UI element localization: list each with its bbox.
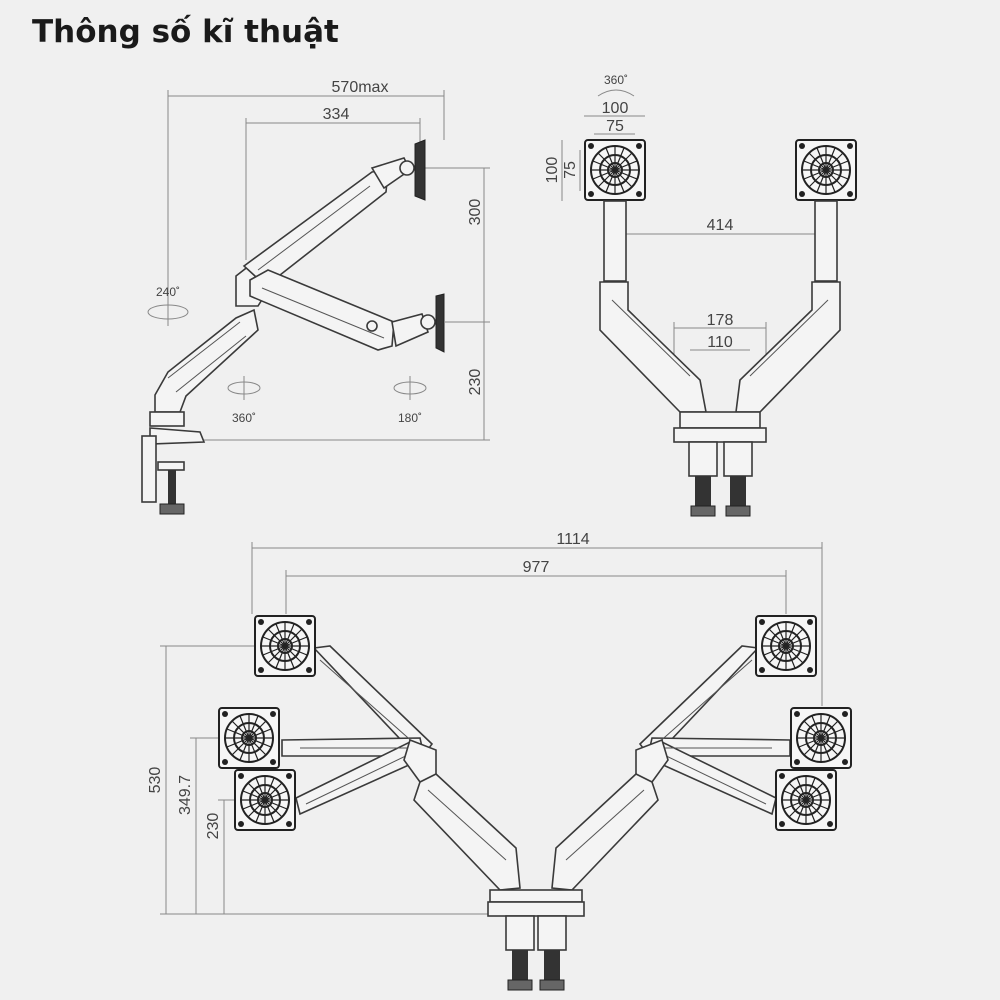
top-view: 1114 977 530 349.7 230 bbox=[147, 531, 852, 991]
front-view: 360˚ 100 75 100 75 414 178 110 bbox=[544, 73, 857, 517]
dim-height-230: 230 bbox=[205, 813, 222, 840]
dim-base-outer: 178 bbox=[707, 312, 734, 329]
dim-height-530: 530 bbox=[147, 767, 164, 794]
vesa-plate-icon bbox=[755, 615, 817, 677]
vesa-plate-icon bbox=[234, 769, 296, 831]
vesa-75-height: 75 bbox=[562, 161, 579, 179]
dim-base-inner: 110 bbox=[707, 334, 733, 351]
vesa-plate-icon bbox=[775, 769, 837, 831]
dim-total-span: 1114 bbox=[556, 531, 589, 548]
dim-max-reach: 570max bbox=[332, 79, 389, 96]
dim-tilt-height: 300 bbox=[467, 199, 484, 226]
vesa-75-width: 75 bbox=[606, 118, 624, 135]
vesa-plate-icon bbox=[584, 139, 646, 201]
vesa-plate-icon bbox=[254, 615, 316, 677]
vesa-plate-icon bbox=[795, 139, 857, 201]
vesa-100-width: 100 bbox=[602, 100, 629, 117]
dim-height-349: 349.7 bbox=[177, 775, 194, 815]
rotation-vesa-label: 360˚ bbox=[604, 73, 628, 87]
dim-inner-span: 977 bbox=[523, 559, 550, 576]
dim-arm-length: 334 bbox=[323, 106, 350, 123]
side-view: 570max 334 300 230 240˚ 360˚ 180˚ bbox=[141, 79, 490, 515]
vesa-plate-icon bbox=[790, 707, 852, 769]
rotation-arrow-icon bbox=[597, 89, 635, 97]
page-title: Thông số kĩ thuật bbox=[32, 14, 339, 50]
rotation-joint-label: 360˚ bbox=[232, 411, 256, 425]
rotation-head-label: 180˚ bbox=[398, 411, 422, 425]
top-arm-drawing bbox=[218, 615, 852, 991]
front-arm-drawing bbox=[584, 139, 857, 517]
vesa-100-height: 100 bbox=[544, 157, 561, 184]
rotation-base-label: 240˚ bbox=[156, 285, 180, 299]
dim-base-height: 230 bbox=[467, 369, 484, 396]
vesa-plate-icon bbox=[218, 707, 280, 769]
dim-between-monitors: 414 bbox=[707, 217, 734, 234]
side-arm-drawing bbox=[141, 139, 445, 515]
